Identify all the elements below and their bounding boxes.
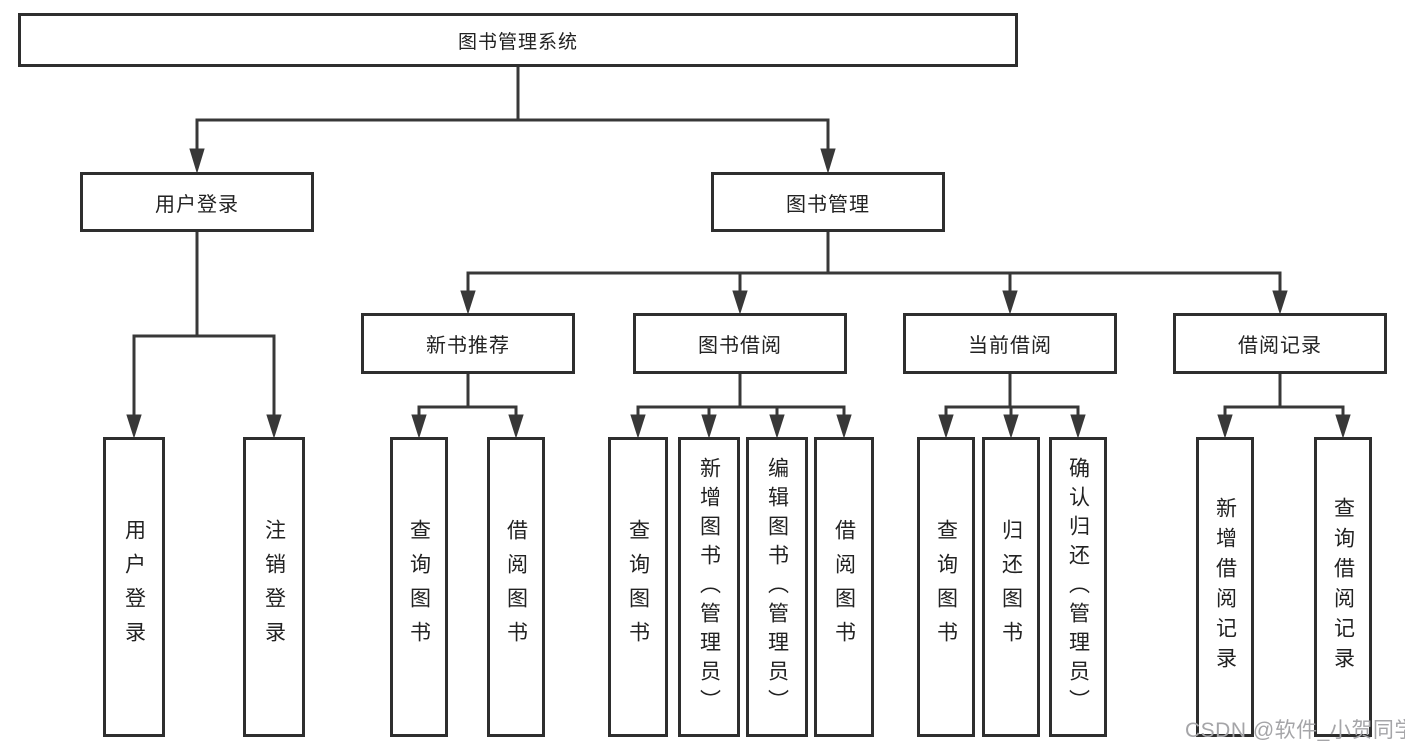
node-label: 新增图书（管理员） xyxy=(697,456,721,718)
leaf-edit-books-admin: 编辑图书（管理员） xyxy=(746,437,808,737)
leaf-query-books-recommend: 查询图书 xyxy=(390,437,448,737)
node-label: 借阅图书 xyxy=(832,519,856,655)
node-label: 查询图书 xyxy=(934,519,958,655)
node-label: 查询图书 xyxy=(626,519,650,655)
connector-borrow-records-to-leaves xyxy=(1217,374,1351,439)
leaf-query-books-current: 查询图书 xyxy=(917,437,975,737)
leaf-borrow-books-recommend: 借阅图书 xyxy=(487,437,545,737)
node-label: 注销登录 xyxy=(262,519,286,655)
node-label: 借阅图书 xyxy=(504,519,528,655)
leaf-query-books-borrow: 查询图书 xyxy=(608,437,668,737)
node-label: 借阅记录 xyxy=(1238,335,1322,357)
leaf-user-login: 用户登录 xyxy=(103,437,165,737)
node-label: 查询借阅记录 xyxy=(1331,497,1355,677)
leaf-query-borrow-record: 查询借阅记录 xyxy=(1314,437,1372,737)
csdn-watermark: CSDN @软件_小贺同学 xyxy=(1185,719,1405,742)
node-label: 图书管理系统 xyxy=(457,31,578,53)
node-new-book-recommend: 新书推荐 xyxy=(361,313,575,374)
node-label: 新增借阅记录 xyxy=(1213,497,1237,677)
node-label: 确认归还（管理员） xyxy=(1066,456,1090,718)
node-current-borrow: 当前借阅 xyxy=(903,313,1117,374)
node-label: 图书管理 xyxy=(786,193,870,216)
node-book-borrow: 图书借阅 xyxy=(633,313,847,374)
leaf-add-books-admin: 新增图书（管理员） xyxy=(678,437,740,737)
node-book-management-branch: 图书管理 xyxy=(711,172,945,232)
leaf-return-books: 归还图书 xyxy=(982,437,1040,737)
connector-user-login-to-leaves xyxy=(126,232,282,439)
connector-book-borrow-to-leaves xyxy=(630,374,852,439)
connector-root-to-level2 xyxy=(189,67,836,174)
node-label: 查询图书 xyxy=(407,519,431,655)
node-label: 新书推荐 xyxy=(426,335,510,357)
node-label: 编辑图书（管理员） xyxy=(765,456,789,718)
leaf-logout: 注销登录 xyxy=(243,437,305,737)
node-library-management-system: 图书管理系统 xyxy=(18,13,1018,67)
connector-book-management-to-level3 xyxy=(460,232,1288,315)
leaf-add-borrow-record: 新增借阅记录 xyxy=(1196,437,1254,737)
node-label: 归还图书 xyxy=(999,519,1023,655)
connector-current-borrow-to-leaves xyxy=(938,374,1086,439)
connector-new-book-recommend-to-leaves xyxy=(411,374,524,439)
node-borrow-records: 借阅记录 xyxy=(1173,313,1387,374)
node-label: 用户登录 xyxy=(155,193,239,216)
node-label: 用户登录 xyxy=(122,519,146,655)
node-label: 当前借阅 xyxy=(968,335,1052,357)
node-user-login-branch: 用户登录 xyxy=(80,172,314,232)
leaf-borrow-books-borrow: 借阅图书 xyxy=(814,437,874,737)
node-label: 图书借阅 xyxy=(698,335,782,357)
leaf-confirm-return-admin: 确认归还（管理员） xyxy=(1049,437,1107,737)
